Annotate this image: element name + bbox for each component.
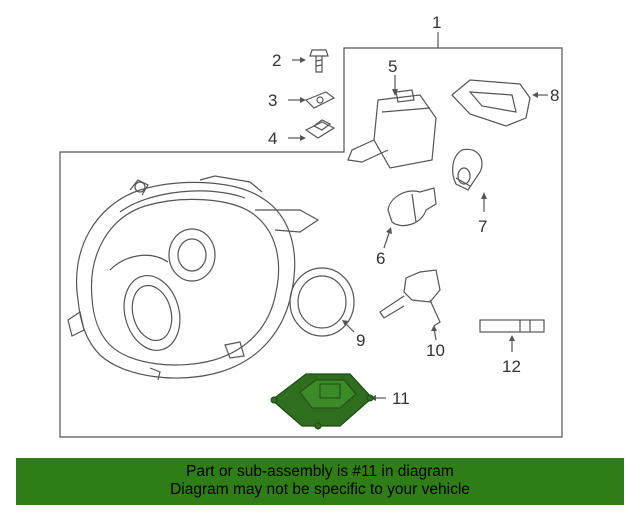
part-8-cover: [451, 79, 531, 127]
callout-8: 8: [550, 86, 559, 105]
callout-11: 11: [392, 389, 410, 408]
callout-12: 12: [502, 357, 521, 376]
callout-1: 1: [432, 13, 441, 32]
notice-banner: Part or sub-assembly is #11 in diagram D…: [16, 458, 624, 505]
callout-7: 7: [478, 217, 487, 236]
part-2-bolt: [309, 49, 329, 73]
part-9-seal: [289, 267, 355, 337]
part-7-bulb: [452, 148, 483, 191]
callout-5: 5: [388, 57, 397, 76]
callout-9: 9: [356, 331, 365, 350]
banner-line-1: Part or sub-assembly is #11 in diagram: [186, 463, 454, 480]
part-10-socket: [379, 269, 441, 327]
part-3-clip: [304, 91, 336, 109]
callout-6: 6: [376, 249, 385, 268]
part-5-bulb: [347, 89, 437, 169]
callout-3: 3: [268, 91, 277, 110]
assembly-frame: [59, 47, 563, 438]
part-12-label: [479, 319, 545, 333]
part-4-nut: [304, 119, 336, 139]
callout-4: 4: [268, 129, 277, 148]
banner-line-2: Diagram may not be specific to your vehi…: [170, 481, 470, 498]
headlamp-housing: [67, 175, 320, 381]
callout-2: 2: [272, 51, 281, 70]
part-6-bulb: [387, 187, 437, 227]
callout-10: 10: [426, 341, 445, 360]
parts-diagram: 1 2 3 4 5 6 7 8 9 10 11 12: [59, 13, 563, 438]
part-11-control-module[interactable]: [270, 373, 374, 430]
